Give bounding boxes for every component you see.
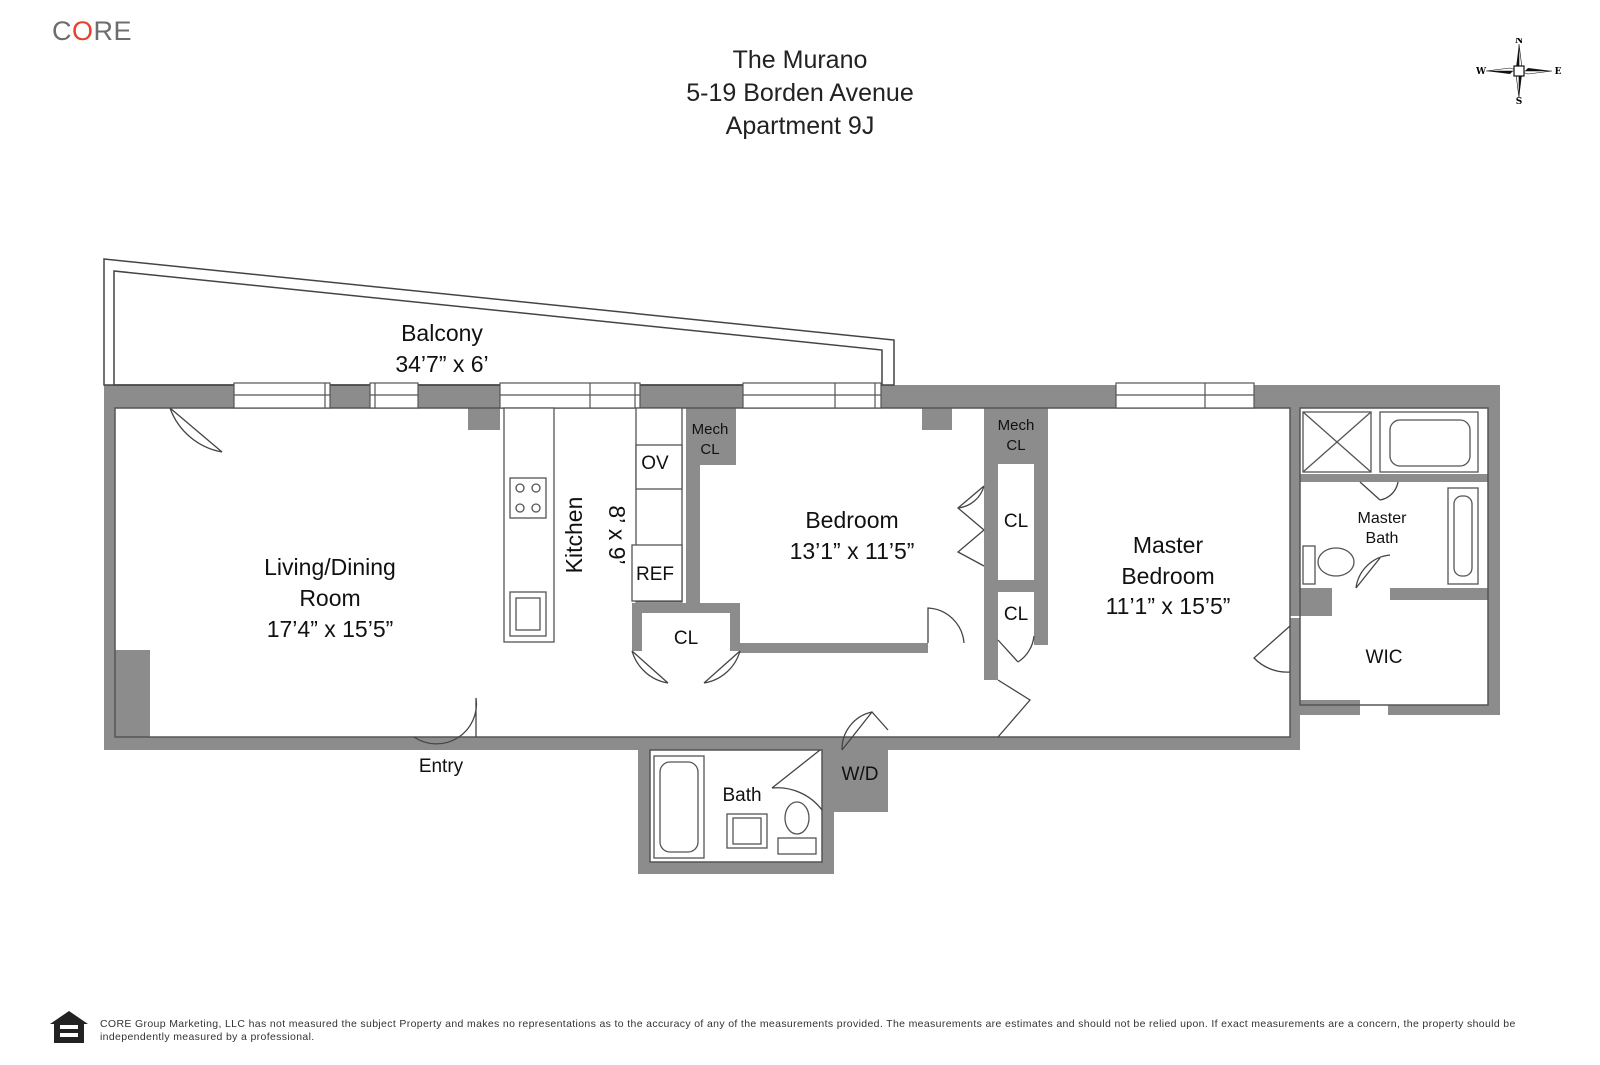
core-logo: CORE <box>52 16 132 47</box>
kitchen-label: Kitchen <box>561 497 587 574</box>
bath-label: Bath <box>722 785 761 806</box>
room-labels: Balcony 34’7” x 6’ Living/Dining Room 17… <box>264 320 1407 806</box>
kitchen-dims: 8’ x 9’ <box>604 505 630 564</box>
ref-label: REF <box>636 564 674 585</box>
bath-fixtures <box>653 755 817 859</box>
compass-s: S <box>1516 97 1523 104</box>
bedroom-dims: 13’1” x 11’5” <box>790 538 915 564</box>
oven-label: OV <box>641 453 669 474</box>
wic-label: WIC <box>1366 647 1403 668</box>
window-mullions <box>234 383 1254 408</box>
balcony-dims: 34’7” x 6’ <box>395 351 488 377</box>
living-label-1: Living/Dining <box>264 554 396 580</box>
balcony-label: Balcony <box>401 320 483 346</box>
compass-e: E <box>1555 67 1562 77</box>
compass-w: W <box>1476 67 1487 77</box>
building-address: 5-19 Borden Avenue <box>686 79 914 107</box>
living-dims: 17’4” x 15’5” <box>267 616 394 642</box>
master-bath-label-1: Master <box>1358 510 1408 527</box>
logo-o: O <box>72 16 94 46</box>
kitchen-closet-label: CL <box>674 628 698 649</box>
bedroom-label: Bedroom <box>805 507 898 533</box>
balcony-outline <box>103 258 895 386</box>
kitchen-fixtures <box>503 407 683 643</box>
apartment-number: Apartment 9J <box>725 112 875 140</box>
bedroom-closet-label: CL <box>1004 511 1028 532</box>
doors <box>169 407 1399 811</box>
building-name: The Murano <box>732 46 868 74</box>
master-dims: 11’1” x 15’5” <box>1106 593 1231 619</box>
equal-housing-icon <box>50 1011 88 1043</box>
compass-n: N <box>1515 38 1523 46</box>
entry-label: Entry <box>419 756 464 777</box>
master-label-2: Bedroom <box>1121 563 1214 589</box>
room-outlines <box>114 407 1489 863</box>
listing-title: The Murano 5-19 Borden Avenue Apartment … <box>0 44 1600 143</box>
logo-c: C <box>52 16 72 46</box>
living-label-2: Room <box>299 585 360 611</box>
master-bath-label-2: Bath <box>1366 530 1399 547</box>
mech-closet-1-l2: CL <box>700 441 719 458</box>
master-bath-fixtures <box>1302 411 1479 585</box>
compass-rose-icon: N S W E <box>1476 38 1562 104</box>
mech-closet-2-l2: CL <box>1006 437 1025 454</box>
legal-disclaimer: CORE Group Marketing, LLC has not measur… <box>100 1018 1516 1043</box>
master-label-1: Master <box>1133 532 1204 558</box>
wd-label: W/D <box>842 764 879 785</box>
mech-closet-2-l1: Mech <box>998 417 1035 434</box>
hall-closet-label: CL <box>1004 604 1028 625</box>
mech-closet-1-l1: Mech <box>692 421 729 438</box>
logo-re: RE <box>93 16 133 46</box>
floor-plan: Balcony 34’7” x 6’ Living/Dining Room 17… <box>103 258 1500 874</box>
